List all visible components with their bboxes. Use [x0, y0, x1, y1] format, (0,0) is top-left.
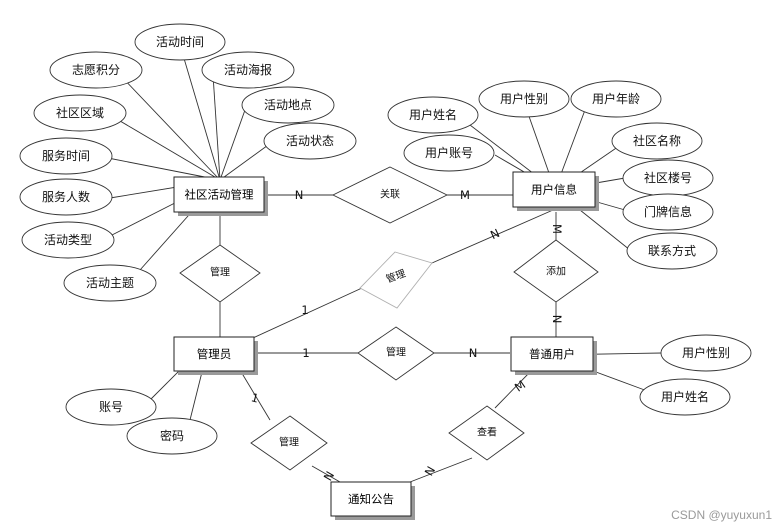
cardinality-label: N [488, 226, 502, 242]
svg-text:活动地点: 活动地点 [264, 98, 312, 112]
entity-label: 用户信息 [531, 183, 577, 197]
entity-label: 社区活动管理 [185, 188, 254, 202]
attribute-contact: 联系方式 [626, 232, 718, 270]
svg-text:服务时间: 服务时间 [42, 148, 90, 163]
svg-text:志愿积分: 志愿积分 [72, 63, 120, 77]
attribute-user-gender: 用户性别 [478, 80, 570, 118]
entity-userinfo[interactable]: 用户信息 [512, 171, 599, 211]
attribute-activity-time: 活动时间 [134, 23, 226, 61]
svg-text:用户性别: 用户性别 [500, 91, 548, 106]
cardinality-label: 1 [301, 303, 308, 317]
entity-label: 管理员 [197, 347, 232, 361]
attribute-admin-password: 密码 [126, 417, 218, 455]
svg-text:活动类型: 活动类型 [44, 233, 92, 247]
svg-text:联系方式: 联系方式 [648, 243, 696, 258]
attribute-activity-location: 活动地点 [241, 86, 335, 124]
attribute-service-time: 服务时间 [19, 137, 113, 175]
watermark: CSDN @yuyuxun1 [671, 508, 772, 522]
relationship-admin-userinfo[interactable]: 管理 [359, 251, 433, 309]
attribute-door-info: 门牌信息 [622, 193, 714, 231]
relationship-admin-activity[interactable]: 管理 [179, 244, 261, 303]
attribute-normal-user-name: 用户姓名 [639, 378, 731, 416]
attribute-admin-account: 账号 [65, 388, 157, 426]
relationship-admin-notice[interactable]: 管理 [250, 415, 328, 471]
svg-text:社区名称: 社区名称 [633, 133, 681, 148]
attribute-activity-type: 活动类型 [21, 221, 115, 259]
svg-text:用户姓名: 用户姓名 [409, 107, 457, 122]
entity-activity[interactable]: 社区活动管理 [173, 176, 268, 216]
entity-label: 普通用户 [529, 347, 575, 361]
attribute-service-count: 服务人数 [19, 178, 113, 216]
relationship-tianjia[interactable]: 添加 [513, 239, 599, 303]
entity-admin[interactable]: 管理员 [173, 336, 258, 375]
cardinality-label: M [550, 224, 564, 234]
relationship-label: 管理 [210, 266, 230, 279]
svg-text:社区楼号: 社区楼号 [644, 170, 692, 185]
svg-text:活动海报: 活动海报 [224, 62, 272, 77]
svg-text:账号: 账号 [99, 400, 123, 414]
relationship-label: 管理 [386, 346, 406, 359]
cardinality-label: N [295, 188, 304, 202]
relationship-label: 添加 [546, 265, 566, 278]
svg-text:用户姓名: 用户姓名 [661, 389, 709, 404]
svg-text:活动主题: 活动主题 [86, 276, 134, 290]
attribute-volunteer-points: 志愿积分 [49, 51, 143, 89]
svg-text:用户年龄: 用户年龄 [592, 91, 640, 106]
cardinality-label: M [460, 188, 470, 202]
attribute-normal-user-gender: 用户性别 [660, 334, 752, 372]
relationship-label: 查看 [477, 426, 497, 439]
entity-label: 通知公告 [348, 492, 394, 506]
attribute-activity-theme: 活动主题 [63, 264, 157, 302]
svg-text:用户性别: 用户性别 [682, 345, 730, 360]
attribute-user-age: 用户年龄 [570, 80, 662, 118]
entity-notice[interactable]: 通知公告 [330, 481, 415, 520]
svg-text:门牌信息: 门牌信息 [644, 204, 692, 219]
cardinality-label: 1 [250, 390, 261, 405]
attribute-activity-poster: 活动海报 [201, 51, 295, 89]
relationship-guanlian[interactable]: 关联 [331, 166, 449, 224]
cardinality-labels: N M N 1 M N 1 N 1 N N M [250, 188, 564, 483]
cardinality-label: 1 [302, 346, 309, 360]
svg-text:服务人数: 服务人数 [42, 189, 90, 204]
cardinality-label: N [550, 315, 564, 324]
cardinality-label: N [469, 346, 478, 360]
svg-text:活动状态: 活动状态 [286, 134, 334, 148]
attribute-community-area: 社区区域 [33, 94, 127, 132]
svg-text:密码: 密码 [160, 428, 184, 443]
attribute-community-name: 社区名称 [611, 122, 703, 160]
attribute-user-name: 用户姓名 [387, 96, 479, 134]
relationship-admin-user[interactable]: 管理 [357, 326, 435, 381]
attribute-building-number: 社区楼号 [622, 159, 714, 197]
relationship-label: 管理 [279, 436, 299, 449]
svg-text:活动时间: 活动时间 [156, 35, 204, 49]
attribute-activity-status: 活动状态 [263, 122, 357, 160]
svg-text:用户账号: 用户账号 [425, 145, 473, 160]
relationship-chakan[interactable]: 查看 [448, 405, 525, 461]
entity-normal-user[interactable]: 普通用户 [510, 336, 597, 375]
cardinality-label: N [321, 469, 337, 483]
cardinality-label: M [512, 377, 528, 394]
attribute-user-account: 用户账号 [403, 134, 495, 172]
svg-text:社区区域: 社区区域 [56, 105, 104, 120]
relationship-label: 关联 [380, 188, 400, 201]
relationship-connectors [219, 194, 557, 483]
